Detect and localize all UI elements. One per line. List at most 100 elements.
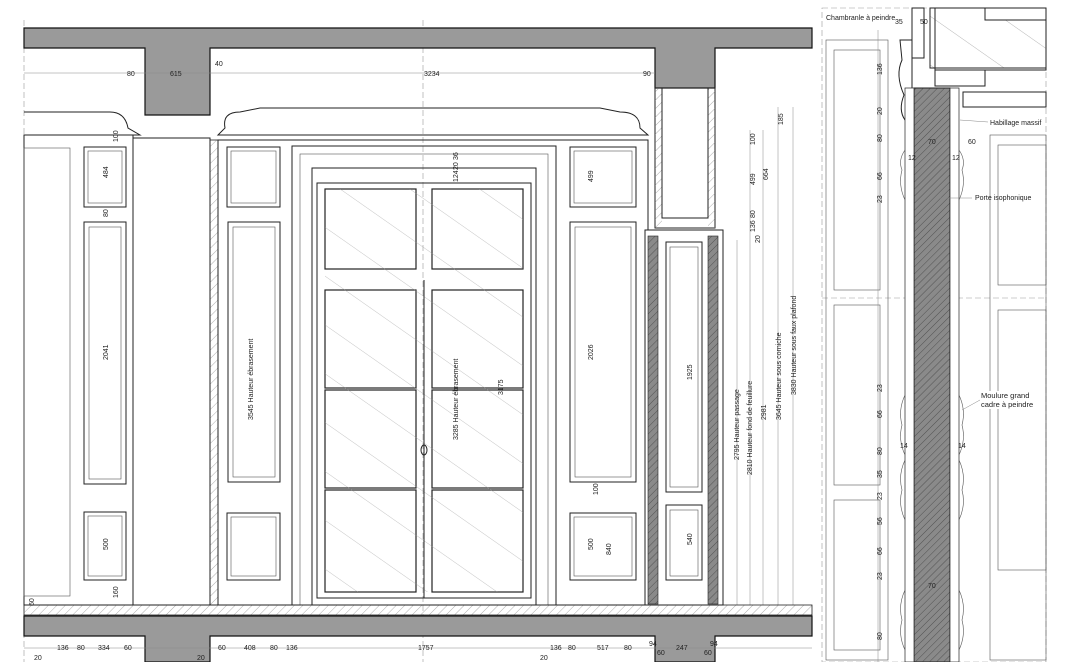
annotation-moulure: Moulure grand cadre à peindre bbox=[981, 391, 1041, 409]
dim-label: 80 bbox=[877, 447, 884, 455]
dim-label: 23 bbox=[877, 195, 884, 203]
dim-label: 80 bbox=[127, 71, 135, 78]
dim-label: 185 bbox=[778, 113, 785, 125]
dim-label: 500 bbox=[588, 538, 595, 550]
isophonic-door-core bbox=[913, 87, 951, 662]
main-panelling: 499 2026 500 840 100 3545 Hauteur ébrase… bbox=[216, 107, 650, 606]
dim-label: 66 bbox=[877, 547, 884, 555]
dim-label: 615 bbox=[170, 71, 182, 78]
dim-label: 12 bbox=[908, 155, 916, 162]
dim-label: 3545 Hauteur ébrasement bbox=[248, 339, 255, 420]
dim-label: 136 bbox=[550, 645, 562, 652]
bottom-dimensions: 136 80 334 60 20 60 408 80 136 20 1757 1… bbox=[34, 641, 718, 662]
dim-label: 2795 Hauteur passage bbox=[734, 389, 741, 460]
dim-label: 124 bbox=[453, 170, 460, 182]
dim-label: 408 bbox=[244, 645, 256, 652]
dim-label: 90 bbox=[643, 71, 651, 78]
dim-label: 1757 bbox=[418, 645, 434, 652]
dim-label: 12 bbox=[952, 155, 960, 162]
dim-label: 136 bbox=[286, 645, 298, 652]
dim-label: 56 bbox=[877, 517, 884, 525]
dim-label: 94 bbox=[710, 641, 718, 648]
dim-label: 334 bbox=[98, 645, 110, 652]
dim-label: 94 bbox=[649, 641, 657, 648]
dim-label: 499 bbox=[588, 170, 595, 182]
glazed-door[interactable] bbox=[324, 188, 524, 598]
dim-label: 80 bbox=[103, 209, 110, 217]
dim-label: 484 bbox=[103, 166, 110, 178]
dim-label: 20 bbox=[540, 655, 548, 662]
dim-label: 60 bbox=[29, 598, 36, 606]
dim-label: 80 bbox=[77, 645, 85, 652]
dim-label: 136 bbox=[750, 220, 757, 232]
dim-label: 100 bbox=[593, 483, 600, 495]
dim-label: 20 bbox=[877, 107, 884, 115]
dim-label: 499 bbox=[750, 173, 757, 185]
dim-label: 1925 bbox=[687, 364, 694, 380]
dim-label: 2981 bbox=[761, 404, 768, 420]
dim-label: 14 bbox=[958, 443, 966, 450]
dim-label: 136 bbox=[877, 63, 884, 75]
dim-label: 70 bbox=[928, 583, 936, 590]
dim-label: 20 bbox=[197, 655, 205, 662]
dim-label: 540 bbox=[687, 533, 694, 545]
dim-label: 60 bbox=[124, 645, 132, 652]
dim-label: 500 bbox=[103, 538, 110, 550]
dim-label: 80 bbox=[568, 645, 576, 652]
dim-label: 517 bbox=[597, 645, 609, 652]
dim-label: 80 bbox=[624, 645, 632, 652]
section-detail: Chambranle à peindre Habillage massif Po… bbox=[821, 7, 1047, 662]
dim-label: 840 bbox=[606, 543, 613, 555]
dim-label: 20 bbox=[755, 235, 762, 243]
dim-label: 14 bbox=[900, 443, 908, 450]
dim-label: 20 bbox=[34, 655, 42, 662]
isophonic-door-leaf[interactable]: 1925 540 bbox=[644, 229, 724, 606]
dim-label: 66 bbox=[877, 172, 884, 180]
dim-label: 40 bbox=[215, 61, 223, 68]
dim-label: 136 bbox=[57, 645, 69, 652]
dim-label: 80 bbox=[750, 210, 757, 218]
left-panelling: 484 2041 500 100 80 160 60 bbox=[23, 111, 142, 606]
dim-label: 35 bbox=[895, 19, 903, 26]
dim-label: 2026 bbox=[588, 344, 595, 360]
dim-label: 3285 Hauteur ébrasement bbox=[453, 359, 460, 440]
dim-label: 160 bbox=[113, 586, 120, 598]
dim-label: 100 bbox=[113, 130, 120, 142]
wall-column bbox=[654, 87, 716, 229]
dim-label: 23 bbox=[877, 572, 884, 580]
dim-label: 2810 Hauteur fond de feuillure bbox=[747, 381, 754, 475]
dim-label: 100 bbox=[750, 133, 757, 145]
dim-label: 3830 Hauteur sous faux plafond bbox=[791, 296, 798, 395]
pillar bbox=[132, 137, 211, 606]
dim-label: 23 bbox=[877, 384, 884, 392]
reveal bbox=[209, 139, 219, 606]
dim-label: 66 bbox=[877, 410, 884, 418]
dim-label: 70 bbox=[928, 139, 936, 146]
floor-slab bbox=[23, 615, 813, 662]
annotation-habillage: Habillage massif bbox=[990, 120, 1041, 127]
dim-label: 20 bbox=[453, 162, 460, 170]
dim-label: 35 bbox=[877, 470, 884, 478]
dim-label: 36 bbox=[453, 152, 460, 160]
dim-label: 80 bbox=[270, 645, 278, 652]
annotation-moulure-box: Moulure grand cadre à peindre bbox=[981, 391, 1041, 409]
section-dimensions: 35 50 136 20 80 70 60 12 12 66 23 23 66 … bbox=[877, 19, 976, 640]
dim-label: 50 bbox=[920, 19, 928, 26]
dim-label: 3645 Hauteur sous corniche bbox=[776, 332, 783, 420]
annotation-porte: Porte isophonique bbox=[975, 195, 1032, 202]
dim-label: 2041 bbox=[103, 344, 110, 360]
dim-label: 3234 bbox=[424, 71, 440, 78]
dim-label: 80 bbox=[877, 134, 884, 142]
ceiling-slab bbox=[23, 27, 813, 116]
dim-label: 60 bbox=[218, 645, 226, 652]
dim-label: 247 bbox=[676, 645, 688, 652]
floor-finish bbox=[23, 604, 813, 616]
dim-label: 60 bbox=[657, 650, 665, 657]
door-handle[interactable] bbox=[420, 444, 428, 456]
height-dimensions: 185 100 499 664 136 80 20 2795 Hauteur p… bbox=[734, 107, 798, 605]
dim-label: 60 bbox=[968, 139, 976, 146]
top-dimensions: 80 615 40 3234 90 bbox=[127, 61, 651, 78]
dim-label: 60 bbox=[704, 650, 712, 657]
dim-label: 3175 bbox=[498, 379, 505, 395]
